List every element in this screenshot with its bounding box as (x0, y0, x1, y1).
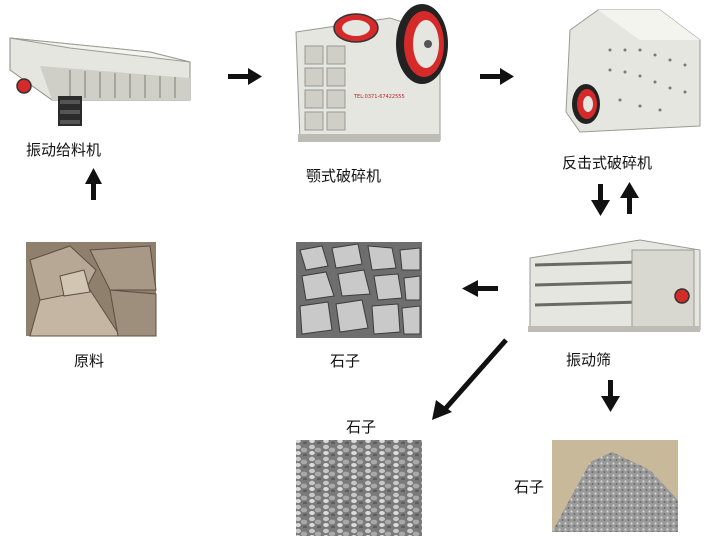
jaw-crusher-label: 颚式破碎机 (306, 165, 381, 186)
vibrating-feeder-machine (10, 38, 190, 126)
impact-crusher-label: 反击式破碎机 (562, 152, 652, 173)
arrow-screen-to-stone-2 (432, 340, 506, 420)
arrow-screen-to-stone-3 (601, 380, 620, 412)
stone-label-2: 石子 (346, 416, 376, 437)
jaw-crusher-machine (296, 4, 448, 142)
arrow-impact-to-screen (591, 184, 610, 216)
stone-image-3 (552, 440, 678, 532)
stone-image-2 (296, 440, 422, 536)
stone-label-3: 石子 (514, 476, 544, 497)
machine-nameplate: TEL:0371-67422555 (353, 94, 405, 100)
feeder-label: 振动给料机 (26, 139, 101, 160)
raw-material-image (26, 242, 156, 336)
arrow-raw-to-feeder (85, 168, 102, 200)
impact-crusher-machine (566, 10, 700, 132)
arrow-screen-to-impact (620, 182, 639, 214)
stone-label-1: 石子 (330, 350, 360, 371)
raw-material-label: 原料 (74, 350, 104, 371)
arrow-feeder-to-jaw (228, 68, 262, 85)
arrow-screen-to-stone-1 (462, 280, 498, 297)
stone-image-1 (296, 242, 422, 338)
arrow-jaw-to-impact (480, 68, 514, 85)
vibrating-screen-machine (528, 240, 700, 332)
screen-label: 振动筛 (566, 349, 611, 370)
